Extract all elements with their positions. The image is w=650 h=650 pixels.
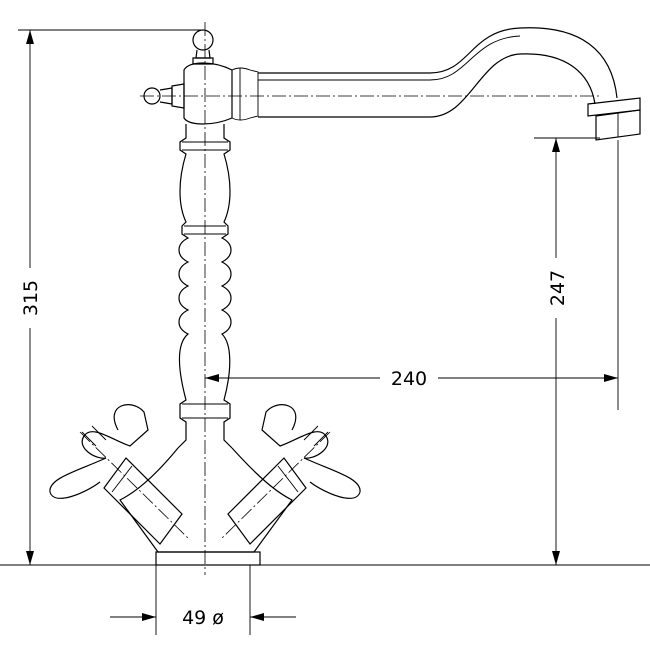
lever-housing: [143, 62, 259, 125]
hole-diameter-dimension: 49 ø: [110, 565, 296, 635]
dimensions: 315 247 240 49 ø: [0, 29, 650, 635]
left-cross-handle: [49, 404, 149, 499]
overall-height-dimension: 315: [12, 29, 205, 565]
overall-height-label: 315: [20, 280, 42, 316]
hole-diameter-label: 49 ø: [182, 607, 224, 629]
top-finial: [192, 29, 214, 65]
right-cross-handle: [261, 404, 361, 499]
spout-reach-dimension: 240: [205, 140, 619, 410]
spout-height-dimension: 247: [534, 137, 600, 565]
right-valve-axis: [219, 431, 331, 541]
spout-reach-label: 240: [391, 368, 427, 390]
spout: [258, 27, 641, 141]
spout-height-label: 247: [547, 270, 569, 306]
base-plate: [155, 551, 261, 566]
left-valve-axis: [79, 431, 191, 541]
